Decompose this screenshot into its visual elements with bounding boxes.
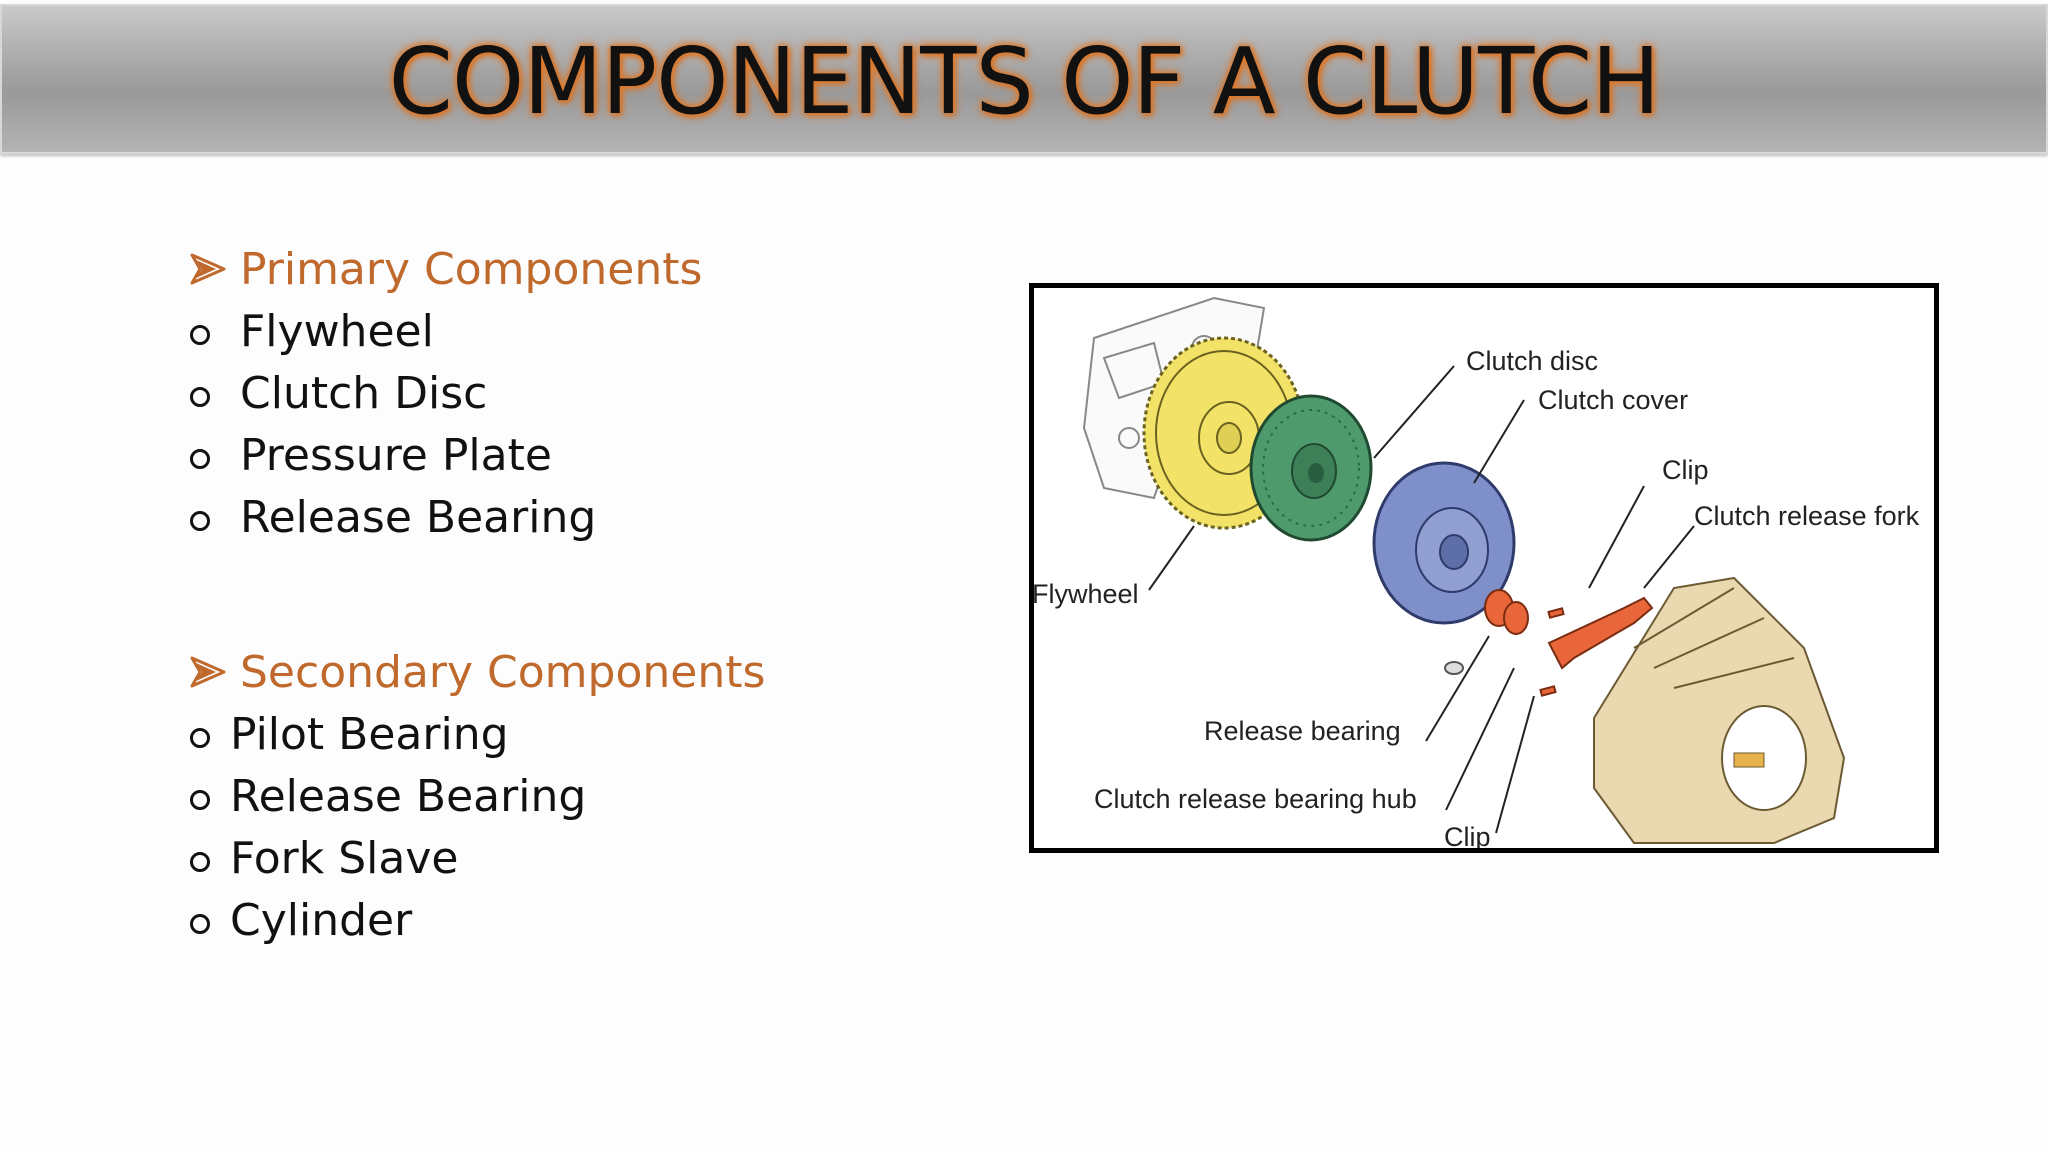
list-item: Clutch Disc: [190, 362, 702, 424]
clutch-cover-illustration: [1372, 461, 1516, 625]
bell-housing-illustration: [1593, 576, 1846, 844]
list-item: Pilot Bearing: [190, 703, 765, 765]
arrow-bullet-icon: [190, 656, 226, 688]
circle-bullet-icon: [190, 511, 210, 531]
primary-heading: Primary Components: [190, 238, 702, 300]
list-item: Cylinder: [190, 889, 765, 951]
circle-bullet-icon: [190, 449, 210, 469]
list-item: Fork Slave: [190, 827, 765, 889]
label-bearing-hub: Clutch release bearing hub: [1094, 784, 1417, 814]
label-clip-bottom: Clip: [1444, 822, 1491, 848]
circle-bullet-icon: [190, 852, 210, 872]
secondary-heading: Secondary Components: [190, 641, 765, 703]
list-item-label: Fork Slave: [230, 832, 459, 884]
clutch-diagram-svg: Clutch disc Clutch cover Clip Clutch rel…: [1034, 296, 1920, 848]
list-item-label: Release Bearing: [230, 770, 587, 822]
list-item-label: Pilot Bearing: [230, 708, 509, 760]
arrow-bullet-icon: [190, 253, 226, 285]
release-bearing-illustration: [1444, 589, 1529, 675]
list-item-label: Release Bearing: [240, 491, 597, 543]
slide-title: COMPONENTS OF A CLUTCH: [388, 27, 1661, 135]
label-clip-top: Clip: [1662, 455, 1709, 485]
secondary-heading-label: Secondary Components: [240, 646, 766, 698]
list-item-label: Pressure Plate: [240, 429, 552, 481]
clutch-disc-illustration: [1249, 394, 1373, 542]
label-release-fork: Clutch release fork: [1694, 501, 1920, 531]
circle-bullet-icon: [190, 914, 210, 934]
secondary-components-list: Secondary Components Pilot Bearing Relea…: [190, 641, 765, 951]
list-item: Release Bearing: [190, 765, 765, 827]
label-clutch-cover: Clutch cover: [1538, 385, 1688, 415]
circle-bullet-icon: [190, 728, 210, 748]
label-clutch-disc: Clutch disc: [1466, 346, 1598, 376]
primary-components-list: Primary Components Flywheel Clutch Disc …: [190, 238, 702, 548]
circle-bullet-icon: [190, 790, 210, 810]
circle-bullet-icon: [190, 325, 210, 345]
list-item-label: Clutch Disc: [240, 367, 488, 419]
list-item: Release Bearing: [190, 486, 702, 548]
list-item: Pressure Plate: [190, 424, 702, 486]
callout-lines: [1148, 365, 1695, 834]
label-release-bearing: Release bearing: [1204, 716, 1401, 746]
list-item: Flywheel: [190, 300, 702, 362]
title-banner: COMPONENTS OF A CLUTCH: [0, 4, 2048, 154]
label-flywheel: Flywheel: [1034, 579, 1139, 609]
release-fork-illustration: [1539, 596, 1654, 697]
circle-bullet-icon: [190, 387, 210, 407]
list-item-label: Flywheel: [240, 305, 434, 357]
primary-heading-label: Primary Components: [240, 243, 703, 295]
list-item-label: Cylinder: [230, 894, 413, 946]
clutch-diagram: Clutch disc Clutch cover Clip Clutch rel…: [1029, 283, 1939, 853]
